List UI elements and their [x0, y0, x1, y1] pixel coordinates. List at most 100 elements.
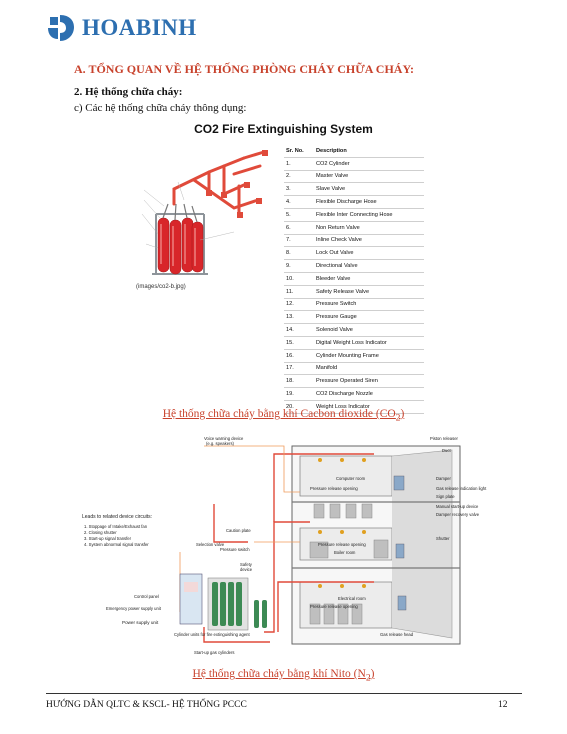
- row-number: 19.: [284, 387, 314, 401]
- row-number: 3.: [284, 182, 314, 197]
- label-safety-device-2: device: [240, 567, 253, 572]
- row-description: Master Valve: [314, 170, 424, 184]
- label-pressure-switch: Pressure switch: [220, 547, 250, 552]
- row-description: Weight Loss Indicator: [314, 400, 424, 414]
- label-leads: Leads to related device circuits:: [82, 514, 152, 520]
- section-heading: A. TỔNG QUAN VỀ HỆ THỐNG PHÒNG CHÁY CHỮA…: [74, 62, 415, 76]
- table-row: 7.Inline Check Valve: [284, 234, 424, 248]
- figure1-caption-text: Hệ thống chữa cháy bằng khí Cacbon dioxi…: [162, 408, 396, 420]
- row-description: Cylinder Mounting Frame: [314, 349, 424, 363]
- parts-table-header: Sr. No. Description: [284, 145, 424, 158]
- row-number: 4.: [284, 195, 314, 209]
- table-row: 18.Pressure Operated Siren: [284, 374, 424, 389]
- row-description: Lock Out Valve: [314, 246, 424, 261]
- row-number: 2.: [284, 170, 314, 184]
- table-row: 11.Safety Release Valve: [284, 285, 424, 299]
- figure2-caption-end: ): [370, 668, 375, 680]
- header-sr-no: Sr. No.: [284, 145, 314, 158]
- footer-title: HƯỚNG DẪN QLTC & KSCL- HỆ THỐNG PCCC: [46, 700, 247, 710]
- label-electrical-room: Electrical room: [338, 596, 366, 601]
- table-row: 8.Lock Out Valve: [284, 246, 424, 261]
- row-number: 20.: [284, 400, 314, 414]
- footer-divider: [46, 693, 522, 694]
- row-description: Pressure Gauge: [314, 310, 424, 325]
- hoabinh-logo-icon: [48, 15, 74, 41]
- n2-system-diagram: Voice warning device (e.g. speakers) Lea…: [82, 436, 487, 655]
- label-voice-warning: Voice warning device: [204, 436, 244, 441]
- label-cylinder-units: Cylinder units for fire extinguishing ag…: [174, 632, 250, 637]
- table-row: 17.Manifold: [284, 362, 424, 376]
- row-number: 1.: [284, 157, 314, 171]
- row-description: Digital Weight Loss Indicator: [314, 336, 424, 350]
- label-pressure-release-1: Pressure release opening: [310, 486, 358, 491]
- row-number: 10.: [284, 272, 314, 286]
- table-row: 12.Pressure Switch: [284, 298, 424, 312]
- label-damper-recovery: Damper recovery valve: [436, 512, 480, 517]
- brand-name: HOABINH: [82, 15, 197, 40]
- row-description: Solenoid Valve: [314, 323, 424, 337]
- parts-table: Sr. No. Description 1.CO2 Cylinder 2.Mas…: [284, 145, 424, 414]
- table-row: 15.Digital Weight Loss Indicator: [284, 336, 424, 350]
- label-power-supply: Power supply unit: [122, 620, 159, 625]
- row-description: Pressure Operated Siren: [314, 374, 424, 389]
- table-row: 6.Non Return Valve: [284, 221, 424, 235]
- row-number: 6.: [284, 221, 314, 235]
- label-safety-device: Safety: [240, 562, 253, 567]
- table-row: 5.Flexible Inter Connecting Hose: [284, 208, 424, 222]
- table-row: 10.Bleeder Valve: [284, 272, 424, 286]
- row-description: Slave Valve: [314, 182, 424, 197]
- subsection-title: c) Các hệ thống chữa cháy thông dụng:: [74, 102, 247, 114]
- row-description: CO2 Cylinder: [314, 157, 424, 171]
- figure2-caption: Hệ thống chữa cháy bằng khí Nito (N2): [0, 668, 567, 683]
- brand-logo: HOABINH: [46, 13, 197, 43]
- row-number: 16.: [284, 349, 314, 363]
- label-pressure-release-3: Pressure release opening: [310, 604, 358, 609]
- table-row: 1.CO2 Cylinder: [284, 157, 424, 171]
- figure1-caption-subscript: 2: [395, 412, 401, 424]
- figure1-title: CO2 Fire Extinguishing System: [194, 122, 373, 136]
- label-gas-release-light: Gas release indication light: [436, 486, 487, 491]
- label-lead-2: 2. Closing shutter: [84, 530, 117, 535]
- label-voice-warning-sub: (e.g. speakers): [206, 441, 235, 446]
- table-row: 2.Master Valve: [284, 170, 424, 184]
- table-row: 9.Directional Valve: [284, 259, 424, 273]
- table-row: 16.Cylinder Mounting Frame: [284, 349, 424, 363]
- row-number: 5.: [284, 208, 314, 222]
- label-gas-release-head: Gas release head: [380, 632, 414, 637]
- co2-system-image: [134, 144, 274, 284]
- label-shutter: Shutter: [436, 536, 450, 541]
- row-description: Flexible Discharge Hose: [314, 195, 424, 209]
- row-description: CO2 Discharge Nozzle: [314, 387, 424, 401]
- row-number: 14.: [284, 323, 314, 337]
- row-number: 18.: [284, 374, 314, 389]
- label-manual-startup: Manual start-up device: [436, 504, 479, 509]
- page-number: 12: [498, 700, 508, 710]
- figure2-caption-text: Hệ thống chữa cháy bằng khí Nito (N: [192, 668, 366, 680]
- row-number: 7.: [284, 234, 314, 248]
- figure2-caption-subscript: 2: [365, 672, 371, 684]
- row-description: Directional Valve: [314, 259, 424, 273]
- table-row: 19.CO2 Discharge Nozzle: [284, 387, 424, 401]
- row-description: Non Return Valve: [314, 221, 424, 235]
- row-number: 17.: [284, 362, 314, 376]
- row-number: 8.: [284, 246, 314, 261]
- label-startup-cylinders: Start-up gas cylinders: [194, 650, 235, 655]
- figure1-image-caption: (images/co2-b.jpg): [136, 284, 186, 290]
- table-row: 14.Solenoid Valve: [284, 323, 424, 337]
- label-computer-room: Computer room: [336, 476, 366, 481]
- label-damper: Damper: [436, 476, 451, 481]
- label-control-panel: Control panel: [134, 594, 159, 599]
- row-description: Bleeder Valve: [314, 272, 424, 286]
- table-row: 13.Pressure Gauge: [284, 310, 424, 325]
- label-pressure-release-2: Pressure release opening: [318, 542, 366, 547]
- label-duct: Duct: [442, 448, 451, 453]
- figure1-caption: Hệ thống chữa cháy bằng khí Cacbon dioxi…: [0, 408, 567, 423]
- label-emergency-power: Emergency power supply unit: [106, 606, 162, 611]
- label-sign-plate: Sign plate: [436, 494, 455, 499]
- row-number: 9.: [284, 259, 314, 273]
- row-description: Flexible Inter Connecting Hose: [314, 208, 424, 222]
- header-description: Description: [314, 145, 424, 158]
- label-selection-valve: Selection valve: [196, 542, 225, 547]
- label-lead-4: 4. System abnormal signal transfer: [84, 542, 149, 547]
- row-number: 11.: [284, 285, 314, 299]
